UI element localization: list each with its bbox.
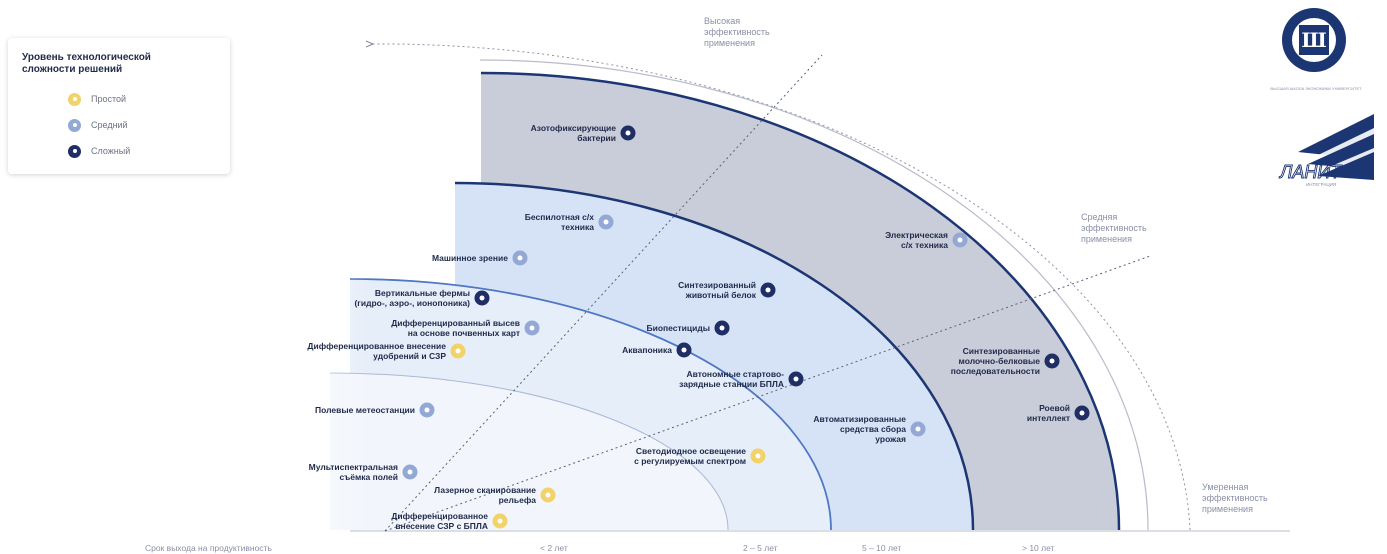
technology-label: Аквапоника [622, 345, 672, 355]
outer-dotted-arc [370, 44, 1191, 531]
level-icon-center [479, 295, 485, 301]
level-icon-center [1049, 358, 1055, 364]
hse-logo-letters: Ш [1299, 25, 1329, 55]
hse-logo-caption: ВЫСШАЯ ШКОЛА ЭКОНОМИКИ УНИВЕРСИТЕТ [1270, 86, 1362, 91]
level-icon-center [719, 325, 725, 331]
legend-item-complex: Сложный [22, 138, 216, 164]
lanit-caption: ИНТЕГРАЦИЯ [1306, 182, 1336, 187]
legend-item-simple: Простой [22, 86, 216, 112]
simple-level-icon [68, 92, 81, 106]
level-icon-center [681, 347, 687, 353]
technology-label: Вертикальные фермы(гидро-, аэро-, ионопо… [354, 288, 470, 308]
level-icon-center [407, 469, 413, 475]
outer-boundary-arc [479, 59, 1149, 531]
lanit-logo: ЛАНИТ ИНТЕГРАЦИЯ [1279, 114, 1374, 187]
lanit-wordmark: ЛАНИТ [1279, 162, 1343, 182]
hse-logo: Ш [1282, 8, 1346, 72]
technology-label: Полевые метеостанции [315, 405, 415, 415]
period-label-5-10: 5 – 10 лет [862, 543, 901, 553]
level-icon-center [455, 348, 461, 354]
level-icon-center [529, 325, 535, 331]
technology-item: Автономные стартово-зарядные станции БПЛ… [679, 369, 804, 389]
period-label-over-10: > 10 лет [1022, 543, 1055, 553]
legend-label-medium: Средний [91, 120, 128, 130]
technology-label: Автономные стартово-зарядные станции БПЛ… [679, 369, 784, 389]
level-icon-center [957, 237, 963, 243]
timeline-label: Срок выхода на продуктивность [145, 543, 272, 553]
period-label-under-2: < 2 лет [540, 543, 568, 553]
technology-item: Машинное зрение [432, 250, 528, 266]
band-over-10-years-edge [480, 71, 1121, 531]
level-icon-center [755, 453, 761, 459]
legend-title: Уровень технологической сложности решени… [22, 52, 151, 75]
technology-item: Аквапоника [622, 342, 692, 358]
level-icon-center [497, 518, 503, 524]
ray-medium-efficiency [384, 255, 1151, 532]
technology-item: Вертикальные фермы(гидро-, аэро-, ионопо… [354, 288, 490, 308]
level-icon-center [625, 130, 631, 136]
period-label-2-5: 2 – 5 лет [743, 543, 778, 553]
level-icon-center [765, 287, 771, 293]
hse-logo-inner: Ш [1292, 18, 1336, 62]
technology-item: Полевые метеостанции [315, 402, 435, 418]
technology-label: Биопестициды [647, 323, 711, 333]
complexity-legend: Уровень технологической сложности решени… [8, 38, 230, 174]
level-icon-center [915, 426, 921, 432]
technology-label: Машинное зрение [432, 253, 508, 263]
level-icon-center [603, 219, 609, 225]
level-icon-center [424, 407, 430, 413]
band-under-2-years-edge [329, 372, 729, 531]
band-5-10-years-edge [454, 181, 975, 531]
technology-item: Биопестициды [647, 320, 730, 336]
legend-label-simple: Простой [91, 94, 127, 104]
level-icon-center [545, 492, 551, 498]
level-icon-center [793, 376, 799, 382]
level-icon-center [1079, 410, 1085, 416]
complex-level-icon [68, 144, 81, 158]
left-fade [220, 270, 370, 532]
level-icon-center [517, 255, 523, 261]
medium-level-icon [68, 118, 81, 132]
legend-item-medium: Средний [22, 112, 216, 138]
legend-label-complex: Сложный [91, 146, 131, 156]
